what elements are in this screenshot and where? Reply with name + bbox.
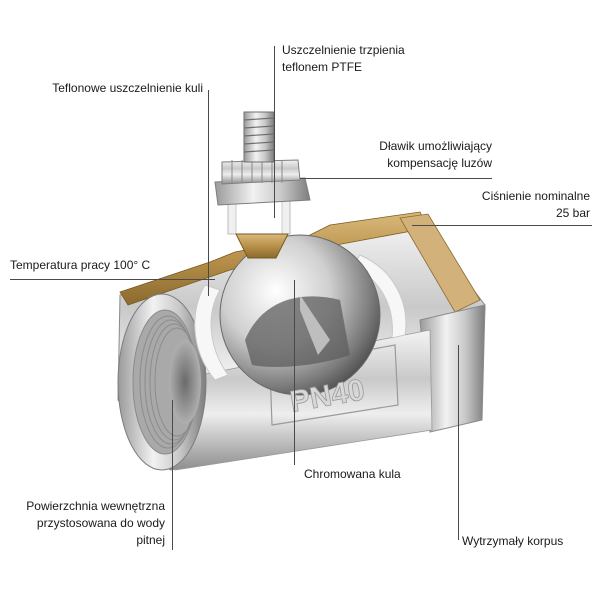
temperature-callout-line-h xyxy=(10,279,215,280)
gland-label: Dławik umożliwiający kompensację luzów xyxy=(379,138,492,172)
gland-label-line1: Dławik umożliwiający xyxy=(379,139,492,153)
durable-body-text: Wytrzymały korpus xyxy=(462,534,564,548)
working-temperature-label: Temperatura pracy 100° C xyxy=(10,257,150,274)
chrome-ball xyxy=(219,234,381,396)
durable-body-label: Wytrzymały korpus xyxy=(462,533,563,550)
left-threaded-port xyxy=(117,293,207,471)
inner-surface-label: Powierzchnia wewnętrzna przystosowana do… xyxy=(26,498,165,549)
nominal-pressure-label: Ciśnienie nominalne 25 bar xyxy=(482,188,590,222)
teflon-ball-seal-text: Teflonowe uszczelnienie kuli xyxy=(52,81,203,95)
stem-seal-label: Uszczelnienie trzpienia teflonem PTFE xyxy=(282,42,405,76)
inner-surface-line1: Powierzchnia wewnętrzna xyxy=(26,499,165,513)
stem-seal-label-line2: teflonem PTFE xyxy=(282,60,363,74)
durable-body-callout-line xyxy=(458,345,459,540)
inner-surface-line2: przystosowana do wody xyxy=(36,516,165,530)
teflon-ball-seal-callout-line xyxy=(208,90,209,296)
inner-surface-callout-line xyxy=(172,400,173,550)
gland-callout-line-h xyxy=(300,178,492,179)
chrome-ball-callout-line xyxy=(294,280,295,465)
nominal-pressure-callout-line-h xyxy=(412,225,592,226)
gland-label-line2: kompensację luzów xyxy=(387,156,492,170)
inner-surface-line3: pitnej xyxy=(136,533,165,547)
chrome-ball-text: Chromowana kula xyxy=(304,467,401,481)
stem-seal-callout-line xyxy=(274,46,275,218)
working-temperature-text: Temperatura pracy 100° C xyxy=(10,258,151,272)
nominal-pressure-line1: Ciśnienie nominalne xyxy=(481,189,590,203)
nominal-pressure-line2: 25 bar xyxy=(555,206,590,220)
teflon-ball-seal-label: Teflonowe uszczelnienie kuli xyxy=(52,80,203,97)
stem-seal-label-line1: Uszczelnienie trzpienia xyxy=(282,43,405,57)
chrome-ball-label: Chromowana kula xyxy=(304,466,401,483)
